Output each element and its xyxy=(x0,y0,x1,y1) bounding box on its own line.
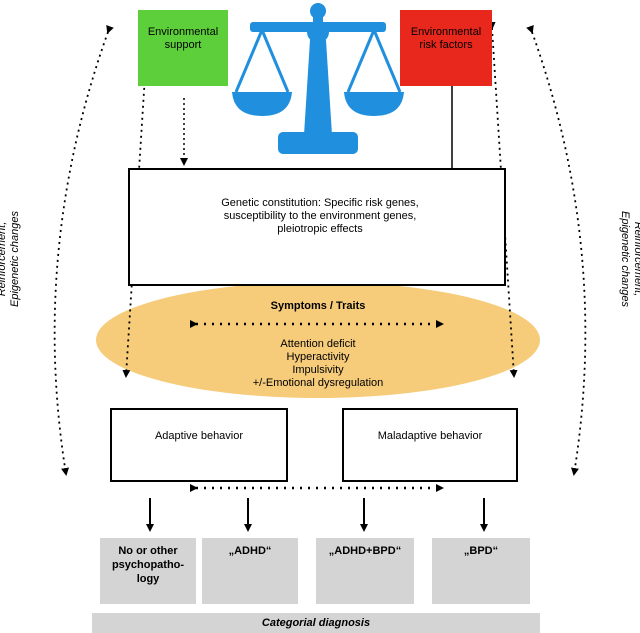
side-label-right: Reinforcement, Epigenetic changes xyxy=(618,204,640,314)
categorial-diagnosis-bar: Categorial diagnosis xyxy=(92,613,540,633)
diagnosis-line: „BPD“ xyxy=(463,545,499,557)
genetic-line1: Genetic constitution: Specific risk gene… xyxy=(221,197,419,209)
diagnosis-line: psychopatho- xyxy=(111,559,185,571)
genetic-line3: pleiotropic effects xyxy=(277,223,363,235)
side-right-line2: Epigenetic changes xyxy=(619,210,631,307)
trait-item: Hyperactivity xyxy=(286,351,350,363)
environmental-support-box: Environmental support xyxy=(138,10,228,86)
diagnosis-box-none: No or other psychopatho- logy xyxy=(100,538,196,604)
side-left-line1: Reinforcement, xyxy=(0,221,8,297)
support-line1: Environmental xyxy=(147,26,219,38)
adaptive-behavior-box: Adaptive behavior xyxy=(110,408,288,482)
traits-ellipse xyxy=(96,282,540,398)
risk-line2: risk factors xyxy=(419,39,473,51)
diagnosis-box-bpd: „BPD“ xyxy=(432,538,530,604)
adaptive-behavior-label: Adaptive behavior xyxy=(154,430,244,442)
diagnosis-box-adhd-bpd: „ADHD+BPD“ xyxy=(316,538,414,604)
maladaptive-behavior-box: Maladaptive behavior xyxy=(342,408,518,482)
side-left-line2: Epigenetic changes xyxy=(9,211,21,308)
diagnosis-line: „ADHD+BPD“ xyxy=(328,545,402,557)
environmental-risk-box: Environmental risk factors xyxy=(400,10,492,86)
genetic-constitution-box xyxy=(128,168,506,286)
trait-item: Impulsivity xyxy=(292,364,344,376)
side-right-line1: Reinforcement, xyxy=(632,221,640,297)
diagnosis-box-adhd: „ADHD“ xyxy=(202,538,298,604)
trait-item: Attention deficit xyxy=(280,338,356,350)
maladaptive-behavior-label: Maladaptive behavior xyxy=(377,430,483,442)
diagnosis-line: No or other xyxy=(118,545,178,557)
trait-item: +/-Emotional dysregulation xyxy=(252,377,384,389)
diagnosis-line: „ADHD“ xyxy=(228,545,272,557)
support-line2: support xyxy=(164,39,202,51)
genetic-line2: susceptibility to the environment genes, xyxy=(223,210,417,222)
risk-line1: Environmental xyxy=(410,26,482,38)
footer-label: Categorial diagnosis xyxy=(261,617,371,629)
traits-title: Symptoms / Traits xyxy=(270,300,366,312)
side-label-left: Reinforcement, Epigenetic changes xyxy=(0,204,22,314)
diagnosis-line: logy xyxy=(136,573,160,585)
balance-scale-icon xyxy=(232,3,404,154)
